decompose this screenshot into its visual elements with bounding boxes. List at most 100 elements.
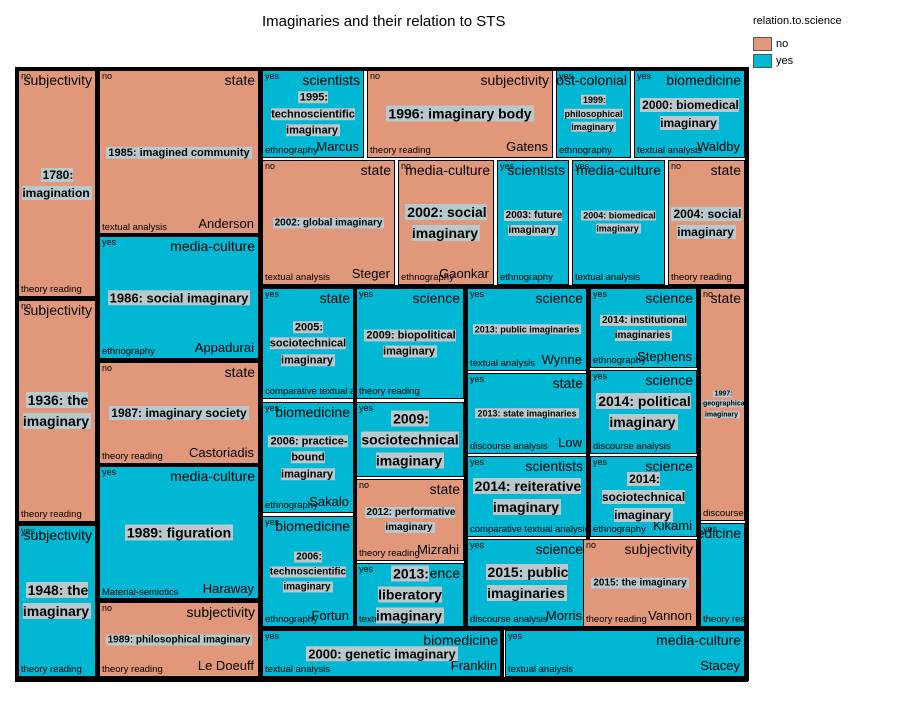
- group-border: [260, 285, 748, 289]
- tile-relation-flag: yes: [265, 289, 280, 299]
- tile-title: 2014: reiterative imaginary: [472, 477, 582, 515]
- tile-title: 2009: biopolitical imaginary: [364, 329, 456, 358]
- tile-category-label: scientists: [507, 162, 565, 178]
- tile-author-label: Vannon: [648, 607, 692, 623]
- tile-title: 2014: political imaginary: [596, 393, 691, 430]
- tile-method-label: ethnography: [102, 345, 155, 357]
- tile-title: 1987: imaginary society: [109, 406, 249, 420]
- tile-author-label: Gatens: [506, 138, 548, 154]
- legend-title: relation.to.science: [753, 15, 842, 27]
- tile-title: 1997: geographical imaginary: [703, 389, 745, 418]
- legend-swatch-yes: [753, 53, 772, 68]
- tile-title: 1999: philosophical imaginary: [564, 94, 623, 132]
- tile-relation-flag: yes: [102, 237, 117, 247]
- legend-label-no: no: [776, 37, 789, 50]
- group-border: [96, 233, 261, 237]
- tile-title: 2014: sociotechnical imaginary: [601, 471, 686, 522]
- tile-title: 1989: figuration: [124, 524, 234, 541]
- tile-category-label: media-culture: [170, 238, 255, 254]
- tile-relation-flag: yes: [593, 371, 608, 381]
- tile-relation-flag: yes: [500, 161, 515, 171]
- group-border: [15, 296, 98, 300]
- tile-category-label: media-culture: [576, 162, 661, 178]
- tile-author-label: Mizrahi: [417, 541, 459, 557]
- tile-title: 1986: social imaginary: [107, 289, 251, 305]
- tile-method-label: textual analysis: [102, 221, 167, 233]
- tile-method-label: Material-semiotics: [102, 586, 179, 598]
- tile-method-label: textual analysis: [470, 357, 535, 369]
- tile-category-label: subjectivity: [23, 302, 92, 318]
- tile-title: 2012: performative imaginary: [364, 507, 456, 533]
- tile-method-label: discourse analysis: [470, 613, 548, 625]
- tile-method-label: ethnography: [265, 144, 318, 156]
- tile-method-label: comparative textual analysis: [265, 385, 353, 397]
- legend-entry-no: no: [753, 35, 893, 52]
- tile-method-label: theory reading: [102, 450, 163, 462]
- tile-title: 2004: biomedical imaginary: [581, 210, 656, 234]
- tile-method-label: ethnography: [401, 271, 454, 283]
- group-border: [15, 67, 19, 681]
- tile-author-label: Anderson: [198, 215, 254, 231]
- tile-relation-flag: yes: [470, 540, 485, 550]
- tile-method-label: discourse analysis: [470, 440, 548, 452]
- tile-relation-flag: yes: [593, 457, 608, 467]
- tile-author-label: Marcus: [316, 138, 359, 154]
- legend-entry-yes: yes: [753, 52, 893, 69]
- tile-category-label: state: [224, 364, 255, 380]
- tile-relation-flag: yes: [470, 457, 485, 467]
- tile-category-label: science: [645, 458, 693, 474]
- tile-category-label: medicine: [701, 525, 741, 541]
- tile-method-label: ethnography: [265, 499, 318, 511]
- tile-method-label: theory reading: [21, 508, 82, 520]
- tile-relation-flag: no: [703, 289, 714, 299]
- tile-relation-flag: yes: [265, 517, 280, 527]
- group-border: [96, 359, 261, 363]
- tile-title: 2014: institutional imaginaries: [599, 315, 687, 341]
- tile-category-label: science: [645, 290, 693, 306]
- tile-title: 2000: genetic imaginary: [306, 645, 458, 661]
- tile-method-label: ethnography: [593, 354, 646, 366]
- tile-relation-flag: no: [21, 71, 32, 81]
- tile-method-label: textual analysis: [637, 144, 702, 156]
- tile-author-label: Waldby: [697, 138, 740, 154]
- tile-category-label: biomedicine: [275, 518, 350, 534]
- tile-relation-flag: no: [265, 161, 276, 171]
- tile-author-label: Sakalo: [309, 493, 349, 509]
- group-border: [697, 285, 701, 629]
- tile-category-label: subjectivity: [23, 527, 92, 543]
- tile-title: 1989: philosophical imaginary: [105, 634, 253, 645]
- tile-relation-flag: yes: [265, 631, 280, 641]
- tile-method-label: theory reading: [21, 283, 82, 295]
- legend: relation.to.science no yes: [753, 15, 893, 69]
- tile-category-label: media-culture: [170, 468, 255, 484]
- tile-author-label: Haraway: [202, 580, 254, 596]
- tile-category-label: science: [535, 290, 583, 306]
- group-border: [258, 67, 263, 681]
- tile-category-label: subjectivity: [23, 72, 92, 88]
- tile-method-label: ethnography: [559, 144, 612, 156]
- tile-title: 2013: liberatory imaginary: [375, 565, 445, 624]
- tile-category-label: post-colonial: [556, 72, 627, 88]
- group-border: [96, 463, 261, 467]
- tile-author-label: Gaonkar: [439, 265, 489, 281]
- tile-title: 1996: imaginary body: [386, 105, 534, 122]
- tile-method-label: textual analysis: [265, 271, 330, 283]
- tile-author-label: Stephens: [637, 348, 692, 364]
- tile-author-label: Morris: [545, 607, 582, 623]
- tile-author-label: Franklin: [450, 657, 497, 673]
- tile-relation-flag: yes: [359, 564, 374, 574]
